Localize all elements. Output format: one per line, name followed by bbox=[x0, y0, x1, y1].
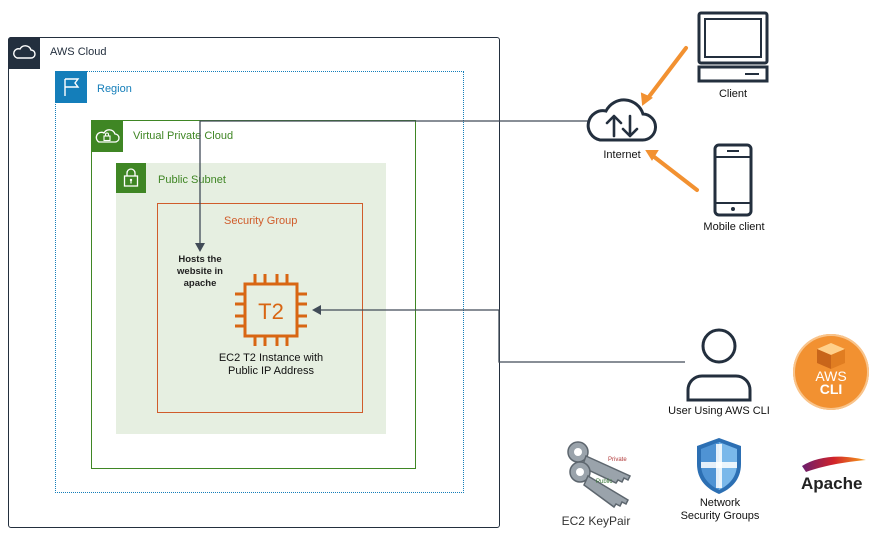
ec2-caption-line-1: EC2 T2 Instance with bbox=[218, 352, 324, 364]
apache-wordmark: Apache bbox=[801, 474, 863, 493]
internet-label: Internet bbox=[603, 149, 641, 161]
cli-user-label: User Using AWS CLI bbox=[668, 405, 770, 417]
keypair-private-tag: Private bbox=[608, 457, 627, 463]
flag-icon bbox=[64, 78, 80, 96]
region-label: Region bbox=[97, 83, 132, 95]
desktop-client-icon bbox=[697, 11, 769, 83]
security-group bbox=[157, 203, 363, 413]
apache-feather-icon bbox=[802, 456, 866, 472]
security-group-label: Security Group bbox=[224, 215, 298, 227]
lock-icon bbox=[123, 168, 139, 187]
annotation-line-3: apache bbox=[183, 278, 217, 289]
public-subnet-group bbox=[116, 163, 386, 434]
user-icon bbox=[686, 328, 752, 402]
keypair-label: EC2 KeyPair bbox=[561, 514, 631, 528]
aws-cli-cube-icon bbox=[817, 343, 845, 369]
cloud-icon bbox=[13, 45, 36, 59]
network-sg-line-1: Network bbox=[699, 497, 741, 509]
vpc-icon-box bbox=[91, 120, 123, 152]
subnet-icon-box bbox=[116, 163, 146, 193]
aws-cloud-icon-box bbox=[8, 37, 40, 69]
cli-to-ec2-line bbox=[318, 309, 685, 363]
annotation-line-1: Hosts the bbox=[178, 254, 222, 265]
network-sg-line-2: Security Groups bbox=[680, 510, 760, 522]
security-shield-icon bbox=[697, 438, 741, 494]
mobile-to-internet-arrow bbox=[651, 154, 699, 192]
public-subnet-label: Public Subnet bbox=[158, 174, 226, 186]
client-to-internet-arrow bbox=[646, 46, 688, 100]
aws-cli-text: AWS CLI bbox=[793, 368, 869, 397]
keypair-public-tag: Public bbox=[596, 479, 612, 485]
ec2-caption-line-2: Public IP Address bbox=[227, 365, 314, 377]
client-arrowhead bbox=[640, 92, 653, 106]
aws-cli-text-cli: CLI bbox=[819, 381, 843, 397]
aws-cli-logo: AWS CLI bbox=[793, 334, 869, 410]
internet-to-ec2-arrowhead bbox=[195, 243, 205, 252]
hosts-website-annotation: Hosts the website in apache bbox=[168, 254, 232, 290]
aws-cli-text-aws: AWS bbox=[815, 368, 847, 384]
network-sg-label: Network Security Groups bbox=[670, 497, 770, 523]
annotation-line-2: website in bbox=[177, 266, 223, 277]
mobile-phone-icon bbox=[713, 143, 753, 217]
vpc-cloud-lock-icon bbox=[95, 129, 120, 143]
region-group bbox=[55, 71, 464, 493]
aws-cloud-group bbox=[8, 37, 500, 528]
cli-to-ec2-arrowhead bbox=[312, 305, 321, 315]
internet-to-ec2-line bbox=[199, 120, 594, 247]
aws-cloud-label: AWS Cloud bbox=[50, 46, 107, 58]
ec2-caption: EC2 T2 Instance with Public IP Address bbox=[200, 352, 342, 378]
mobile-arrowhead bbox=[645, 150, 659, 161]
internet-cloud-icon bbox=[586, 98, 657, 142]
ec2-chip-text: T2 bbox=[258, 299, 284, 324]
vpc-label: Virtual Private Cloud bbox=[133, 130, 234, 142]
keypair-keys-icon: Private Public bbox=[567, 441, 632, 509]
client-label: Client bbox=[718, 88, 748, 100]
region-icon-box bbox=[55, 71, 87, 103]
mobile-client-label: Mobile client bbox=[703, 221, 765, 233]
ec2-instance-icon: T2 bbox=[235, 274, 307, 346]
